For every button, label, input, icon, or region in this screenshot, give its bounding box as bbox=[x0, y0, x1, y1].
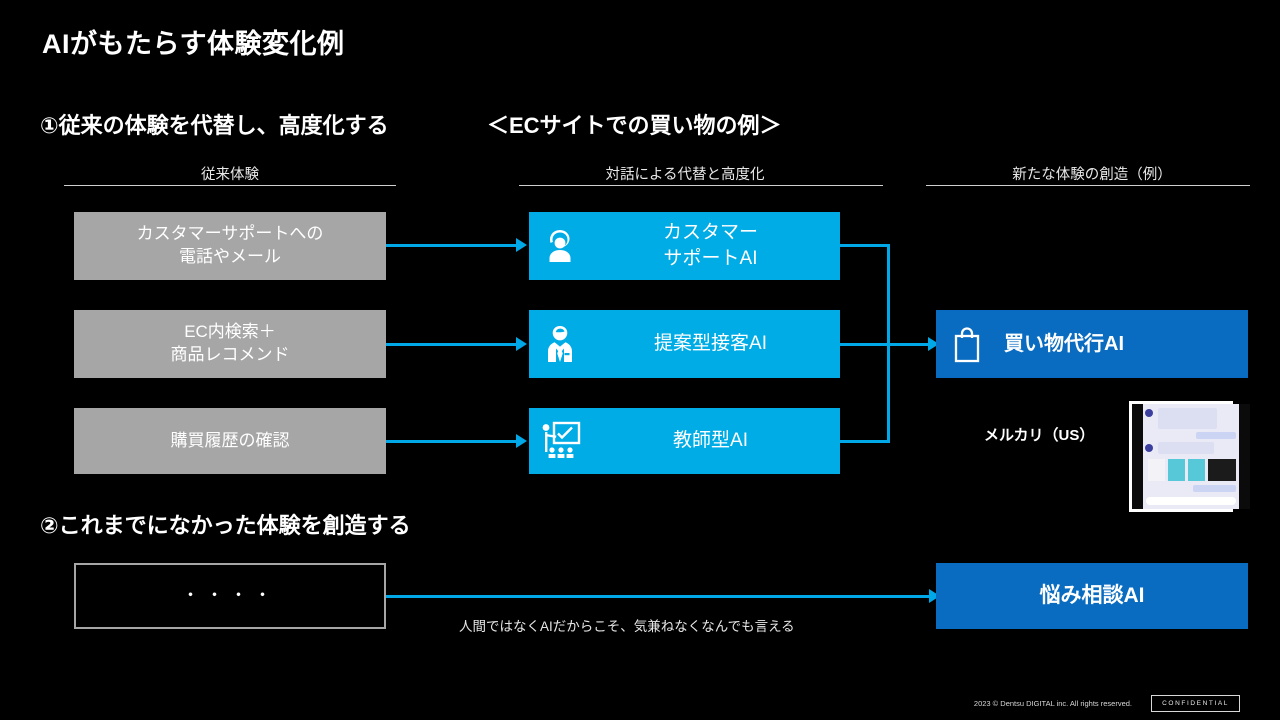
section2-result-box[interactable]: 悩み相談AI bbox=[936, 563, 1248, 629]
thumbnail-left-bar bbox=[1132, 404, 1143, 509]
merge-arrow-line bbox=[840, 343, 930, 346]
section2-placeholder-box[interactable]: ・・・・ bbox=[74, 563, 386, 629]
example-thumbnail-mercari[interactable] bbox=[1129, 401, 1250, 512]
thumbnail-message-input bbox=[1146, 497, 1236, 505]
new-experience-box-shopping-agent[interactable]: 買い物代行AI bbox=[936, 310, 1248, 378]
thumbnail-product-4 bbox=[1208, 458, 1236, 481]
thumbnail-product-2 bbox=[1168, 458, 1185, 481]
section1-heading: ①従来の体験を代替し、高度化する bbox=[40, 113, 389, 138]
ai-box-teacher-label: 教師型AI bbox=[673, 430, 748, 452]
legacy-box-history[interactable]: 購買履歴の確認 bbox=[74, 408, 386, 474]
merge-arrow-head bbox=[928, 337, 939, 351]
thumbnail-bubble-outgoing-1 bbox=[1196, 432, 1236, 440]
arrow-line-history bbox=[386, 440, 518, 443]
thumbnail-right-bar bbox=[1239, 404, 1250, 509]
page-title: AIがもたらす体験変化例 bbox=[42, 29, 345, 59]
footer-copyright: 2023 © Dentsu DIGITAL inc. All rights re… bbox=[973, 699, 1132, 708]
example-label-mercari: メルカリ（US） bbox=[984, 427, 1095, 444]
section2-placeholder-label: ・・・・ bbox=[182, 585, 278, 605]
teacher-board-icon bbox=[529, 420, 591, 462]
arrow-head-support bbox=[516, 238, 527, 252]
legacy-box-search[interactable]: EC内検索＋ 商品レコメンド bbox=[74, 310, 386, 378]
thumbnail-bubble-outgoing-2 bbox=[1192, 485, 1236, 493]
section2-caption: 人間ではなくAIだからこそ、気兼ねなくなんでも言える bbox=[459, 619, 795, 634]
section2-arrow-head bbox=[929, 589, 940, 603]
thumbnail-avatar-2 bbox=[1145, 444, 1153, 452]
arrow-line-support bbox=[386, 244, 518, 247]
ai-box-sales[interactable]: 提案型接客AI bbox=[529, 310, 840, 378]
legacy-box-support-label: カスタマーサポートへの 電話やメール bbox=[136, 224, 324, 266]
column-header-legacy: 従来体験 bbox=[201, 167, 259, 183]
thumbnail-product-1 bbox=[1148, 458, 1165, 481]
section2-arrow-line bbox=[386, 595, 932, 598]
section1-subheading: ＜ECサイトでの買い物の例＞ bbox=[487, 113, 782, 138]
confidential-badge: CONFIDENTIAL bbox=[1151, 695, 1240, 712]
thumbnail-product-row bbox=[1146, 457, 1236, 482]
salesperson-icon bbox=[529, 323, 591, 365]
section2-result-label: 悩み相談AI bbox=[1039, 583, 1145, 607]
legacy-box-support[interactable]: カスタマーサポートへの 電話やメール bbox=[74, 212, 386, 280]
legacy-box-search-label: EC内検索＋ 商品レコメンド bbox=[170, 322, 290, 364]
thumbnail-chat-area bbox=[1143, 404, 1239, 509]
ai-box-customer-support-label: カスタマー サポートAI bbox=[662, 222, 758, 269]
headset-agent-icon bbox=[529, 226, 591, 266]
merge-stub-teacher bbox=[840, 440, 890, 443]
ai-box-customer-support[interactable]: カスタマー サポートAI bbox=[529, 212, 840, 280]
new-experience-box-label: 買い物代行AI bbox=[1004, 332, 1124, 355]
arrow-head-search bbox=[516, 337, 527, 351]
ai-box-teacher[interactable]: 教師型AI bbox=[529, 408, 840, 474]
thumbnail-bubble-incoming-1 bbox=[1158, 408, 1218, 430]
thumbnail-avatar-1 bbox=[1145, 409, 1153, 417]
column-rule-new bbox=[926, 185, 1250, 186]
thumbnail-inner bbox=[1132, 404, 1250, 509]
arrow-line-search bbox=[386, 343, 518, 346]
thumbnail-bubble-incoming-2 bbox=[1158, 442, 1214, 454]
ai-box-sales-label: 提案型接客AI bbox=[654, 333, 767, 355]
arrow-head-history bbox=[516, 434, 527, 448]
column-rule-dialog bbox=[519, 185, 883, 186]
merge-stub-support bbox=[840, 244, 890, 247]
column-header-new: 新たな体験の創造（例） bbox=[1012, 167, 1172, 183]
column-header-dialog: 対話による代替と高度化 bbox=[605, 167, 765, 183]
legacy-box-history-label: 購買履歴の確認 bbox=[170, 430, 290, 450]
shopping-bag-icon bbox=[936, 324, 998, 364]
column-rule-legacy bbox=[64, 185, 396, 186]
section2-heading: ②これまでになかった体験を創造する bbox=[40, 513, 411, 538]
thumbnail-product-3 bbox=[1188, 458, 1205, 481]
